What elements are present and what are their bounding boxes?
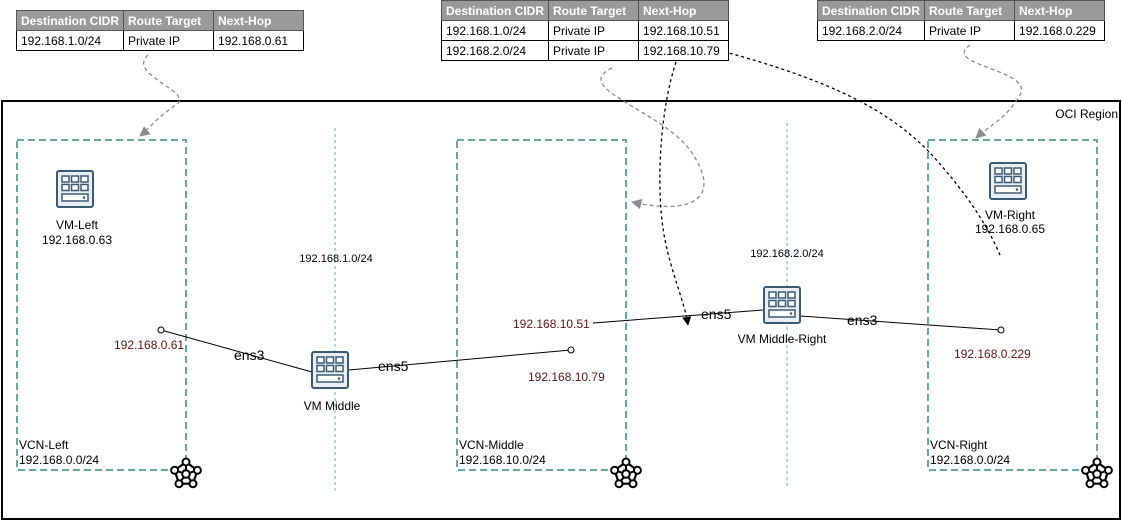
route-arrow-right xyxy=(963,44,1023,139)
cell-target: Private IP xyxy=(924,20,1016,41)
next-hop-arrow-b xyxy=(717,49,1001,256)
cell-next-hop: 192.168.0.229 xyxy=(1014,20,1106,41)
endpoint-middle-b xyxy=(567,346,575,354)
cell-destination: 192.168.2.0/24 xyxy=(816,20,926,41)
vm-middle-name: VM Middle xyxy=(304,399,361,413)
vm-middle-right-name: VM Middle-Right xyxy=(738,332,827,346)
oci-region-label: OCI Region xyxy=(1055,107,1118,121)
table-row: 192.168.1.0/24 Private IP 192.168.0.61 xyxy=(15,30,305,51)
header-route-target: Route Target xyxy=(924,0,1016,21)
vm-right-name: VM-Right xyxy=(985,208,1036,222)
route-table-header: Destination CIDR Route Target Next-Hop xyxy=(816,0,1106,21)
header-route-target: Route Target xyxy=(548,0,640,21)
private-ip-left: 192.168.0.61 xyxy=(114,338,184,352)
vcn-middle-box xyxy=(456,139,627,471)
router-icon-middle xyxy=(609,457,643,489)
route-table-header: Destination CIDR Route Target Next-Hop xyxy=(15,10,305,31)
cell-next-hop: 192.168.0.61 xyxy=(213,30,305,51)
subnet-left-label: 192.168.1.0/24 xyxy=(299,253,372,265)
cell-destination: 192.168.2.0/24 xyxy=(440,40,550,61)
vm-middle-ens5-label: ens5 xyxy=(378,358,409,374)
cell-target: Private IP xyxy=(548,20,640,41)
header-destination-cidr: Destination CIDR xyxy=(440,0,550,21)
header-route-target: Route Target xyxy=(123,10,215,31)
link-middle-vcn-to-vm-middle-right xyxy=(592,309,764,324)
cell-target: Private IP xyxy=(548,40,640,61)
vm-left-ip: 192.168.0.63 xyxy=(42,233,112,247)
vcn-middle-cidr: 192.168.10.0/24 xyxy=(459,453,546,467)
table-row: 192.168.1.0/24 Private IP 192.168.10.51 xyxy=(440,20,730,41)
vm-middle-right-ens3-label: ens3 xyxy=(847,312,878,328)
vcn-middle-name: VCN-Middle xyxy=(459,438,524,452)
header-next-hop: Next-Hop xyxy=(1014,0,1106,21)
route-table-right: Destination CIDR Route Target Next-Hop 1… xyxy=(816,0,1106,41)
cell-destination: 192.168.1.0/24 xyxy=(15,30,125,51)
route-table-left: Destination CIDR Route Target Next-Hop 1… xyxy=(15,10,305,51)
oci-region-border xyxy=(1,100,1121,520)
vm-middle-icon xyxy=(311,351,349,389)
link-left-to-vm-middle xyxy=(160,329,313,373)
route-table-middle: Destination CIDR Route Target Next-Hop 1… xyxy=(440,0,730,61)
vm-middle-ens3-label: ens3 xyxy=(234,347,265,363)
table-row: 192.168.2.0/24 Private IP 192.168.10.79 xyxy=(440,40,730,61)
header-destination-cidr: Destination CIDR xyxy=(816,0,926,21)
endpoint-right xyxy=(997,326,1005,334)
cell-target: Private IP xyxy=(123,30,215,51)
private-ip-middle-a: 192.168.10.51 xyxy=(513,317,590,331)
router-icon-right xyxy=(1080,457,1114,489)
vcn-right-name: VCN-Right xyxy=(930,438,988,452)
route-arrow-middle xyxy=(600,67,705,210)
route-table-header: Destination CIDR Route Target Next-Hop xyxy=(440,0,730,21)
header-destination-cidr: Destination CIDR xyxy=(15,10,125,31)
link-vm-middle-to-middle-vcn xyxy=(348,349,572,371)
private-ip-right: 192.168.0.229 xyxy=(954,347,1031,361)
router-icon-left xyxy=(170,457,202,489)
cell-destination: 192.168.1.0/24 xyxy=(440,20,550,41)
subnet-right-label: 192.168.2.0/24 xyxy=(750,248,823,260)
vcn-right-box xyxy=(927,139,1098,471)
next-hop-arrow-a xyxy=(659,61,692,326)
vm-right-ip: 192.168.0.65 xyxy=(975,222,1045,236)
private-ip-middle-b: 192.168.10.79 xyxy=(528,370,605,384)
vm-left-name: VM-Left xyxy=(56,218,99,232)
vcn-right-cidr: 192.168.0.0/24 xyxy=(930,453,1010,467)
route-arrow-left xyxy=(139,54,180,137)
vm-right-icon xyxy=(989,162,1027,200)
vcn-left-box xyxy=(16,139,187,471)
cell-next-hop: 192.168.10.51 xyxy=(638,20,730,41)
vm-middle-right-icon xyxy=(763,286,801,324)
vm-middle-right-ens5-label: ens5 xyxy=(701,306,732,322)
vcn-left-cidr: 192.168.0.0/24 xyxy=(19,453,99,467)
cell-next-hop: 192.168.10.79 xyxy=(638,40,730,61)
table-row: 192.168.2.0/24 Private IP 192.168.0.229 xyxy=(816,20,1106,41)
endpoint-left xyxy=(157,326,165,334)
header-next-hop: Next-Hop xyxy=(213,10,305,31)
header-next-hop: Next-Hop xyxy=(638,0,730,21)
vm-left-icon xyxy=(56,170,94,208)
link-vm-middle-right-to-right xyxy=(799,315,1002,331)
vcn-left-name: VCN-Left xyxy=(19,438,69,452)
